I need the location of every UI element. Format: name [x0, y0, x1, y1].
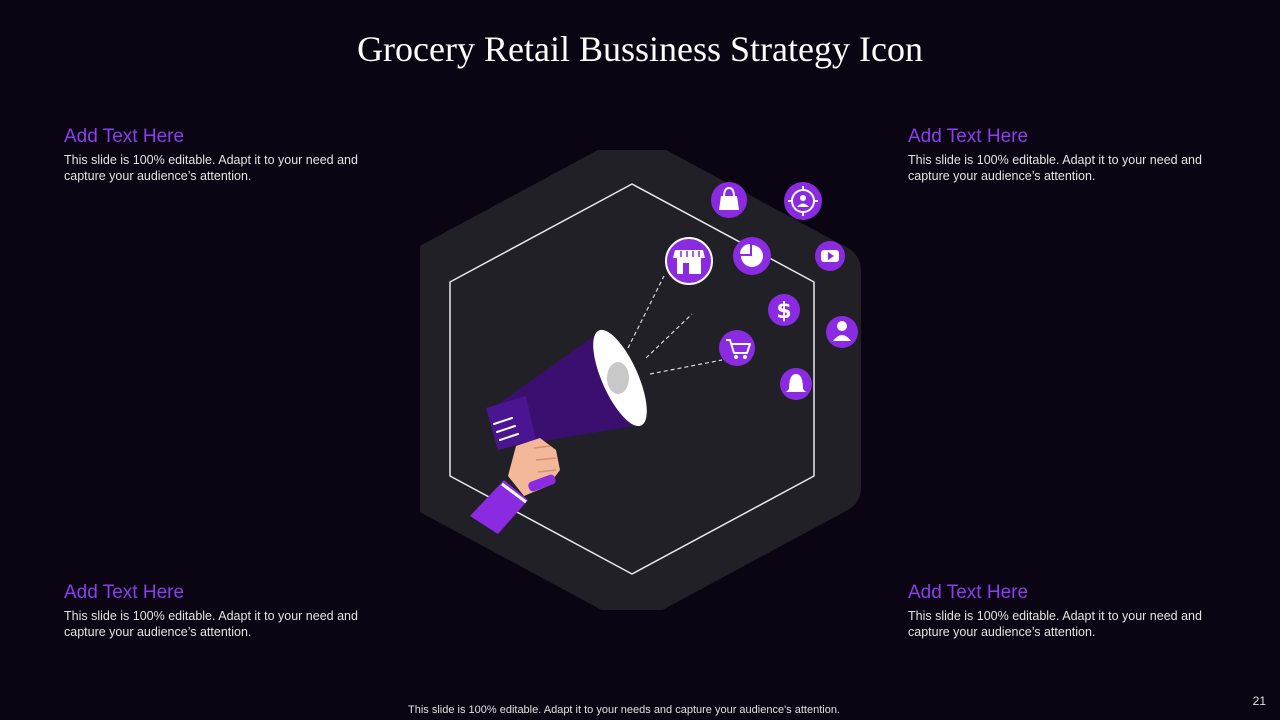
block-heading: Add Text Here [64, 126, 185, 147]
text-block-top-left: Add Text Here This slide is 100% editabl… [64, 126, 364, 184]
user-icon [826, 316, 858, 348]
target-user-icon [784, 182, 822, 220]
svg-text:$: $ [776, 299, 791, 324]
text-block-top-right: Add Text Here This slide is 100% editabl… [908, 126, 1208, 184]
block-heading: Add Text Here [64, 582, 185, 603]
page-number: 21 [1252, 694, 1266, 708]
block-body: This slide is 100% editable. Adapt it to… [64, 609, 358, 639]
broadcast-lines [627, 275, 723, 375]
megaphone-illustration: $ [420, 150, 861, 610]
shopping-bag-icon [711, 182, 747, 218]
block-heading: Add Text Here [908, 582, 1029, 603]
hand-icon [470, 438, 560, 534]
slide-footer-note: This slide is 100% editable. Adapt it to… [408, 704, 840, 716]
hexagon-outline [449, 183, 815, 575]
text-block-bottom-left: Add Text Here This slide is 100% editabl… [64, 582, 364, 640]
megaphone-icon [486, 329, 647, 450]
block-heading: Add Text Here [908, 126, 1029, 147]
block-body: This slide is 100% editable. Adapt it to… [64, 153, 358, 183]
shopping-cart-icon [719, 330, 755, 366]
shop-icon [665, 237, 713, 285]
snapchat-ghost-icon [780, 368, 812, 400]
dollar-icon: $ [768, 294, 800, 326]
block-body: This slide is 100% editable. Adapt it to… [908, 609, 1202, 639]
video-play-icon [815, 241, 845, 271]
slide-title: Grocery Retail Bussiness Strategy Icon [357, 29, 923, 69]
text-block-bottom-right: Add Text Here This slide is 100% editabl… [908, 582, 1208, 640]
pie-chart-icon [733, 237, 771, 275]
block-body: This slide is 100% editable. Adapt it to… [908, 153, 1202, 183]
